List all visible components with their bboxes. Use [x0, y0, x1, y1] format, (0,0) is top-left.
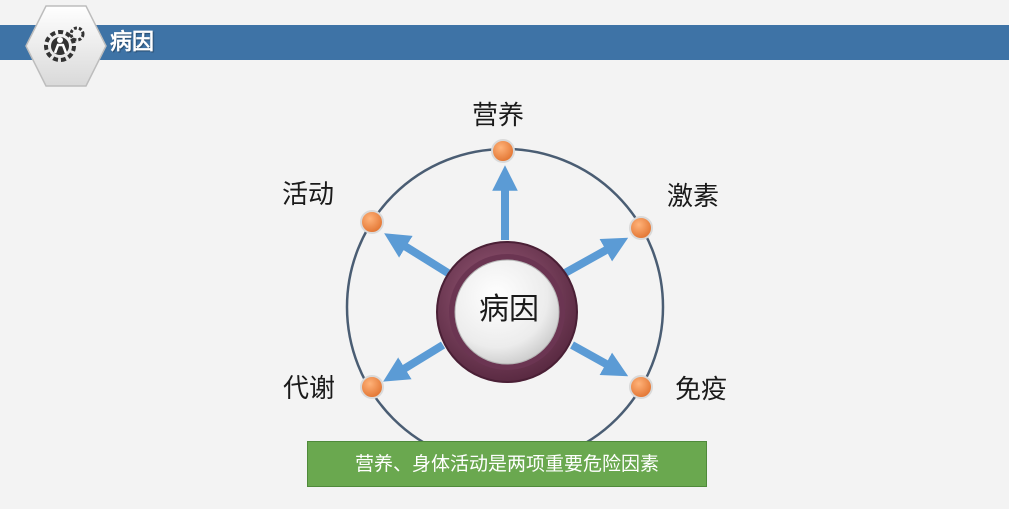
- hex-badge: [25, 5, 107, 87]
- factor-label-hormone: 激素: [667, 182, 720, 212]
- center-label: 病因: [479, 292, 539, 327]
- dot-metabolism: [360, 375, 384, 399]
- arrow-activity: [384, 233, 451, 277]
- arrow-metabolism: [383, 341, 446, 382]
- gear-person-icon: [44, 26, 85, 62]
- dot-hormone: [629, 216, 653, 240]
- center-core: [454, 259, 560, 365]
- arrow-hormone: [563, 237, 629, 277]
- factor-label-immunity: 免疫: [675, 375, 728, 405]
- factor-label-metabolism: 代谢: [283, 374, 336, 404]
- factor-label-activity: 活动: [282, 180, 335, 210]
- arrow-immunity: [570, 341, 629, 377]
- dot-activity: [360, 210, 384, 234]
- dot-immunity: [629, 375, 653, 399]
- callout-box: 营养、身体活动是两项重要危险因素: [307, 441, 707, 487]
- factor-label-nutrition: 营养: [472, 101, 525, 131]
- page-title: 病因: [110, 30, 155, 55]
- dot-nutrition: [491, 139, 515, 163]
- header-bar: [0, 25, 1009, 60]
